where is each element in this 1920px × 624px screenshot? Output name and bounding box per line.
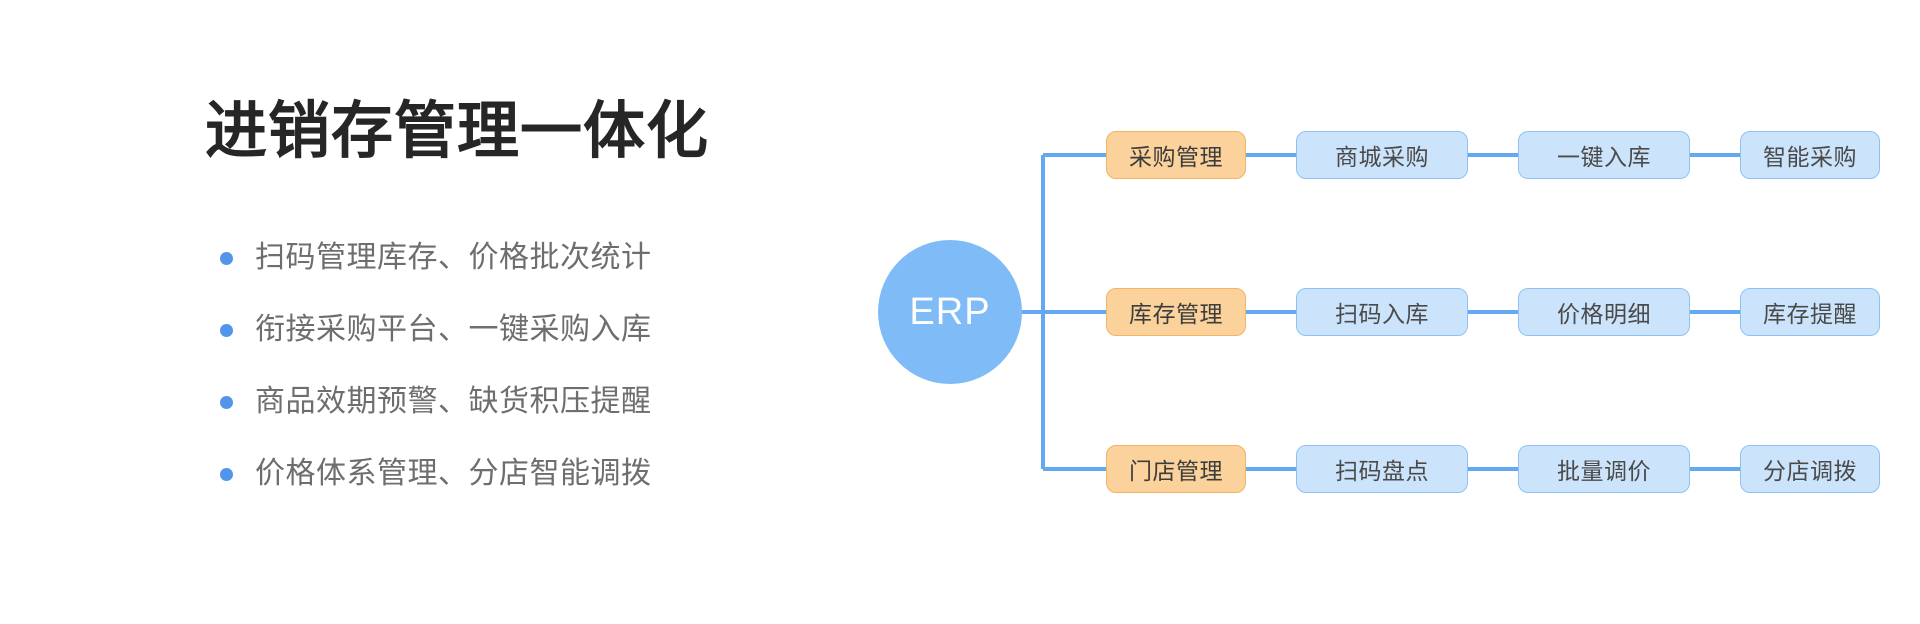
leaf-node-label: 智能采购 <box>1763 144 1857 170</box>
list-item: 价格体系管理、分店智能调拨 <box>220 438 840 510</box>
feature-bullet-list: 扫码管理库存、价格批次统计 衔接采购平台、一键采购入库 商品效期预警、缺货积压提… <box>220 222 840 510</box>
list-item-label: 价格体系管理、分店智能调拨 <box>255 457 652 490</box>
connector-lines <box>1022 153 1740 471</box>
list-item-label: 扫码管理库存、价格批次统计 <box>255 241 652 274</box>
erp-mindmap-diagram: ERP 采购管理 商城采购 一键入库 智能采购 库存管理 扫码入库 价格明细 库… <box>860 0 1920 624</box>
erp-root-label: ERP <box>909 291 991 333</box>
leaf-node-inventory-3[interactable]: 库存提醒 <box>1740 288 1880 336</box>
erp-root-node[interactable]: ERP <box>878 240 1022 384</box>
bullet-dot-icon <box>220 467 233 481</box>
leaf-node-purchasing-3[interactable]: 智能采购 <box>1740 131 1880 179</box>
list-item-label: 商品效期预警、缺货积压提醒 <box>255 385 652 418</box>
left-content-panel: 进销存管理一体化 扫码管理库存、价格批次统计 衔接采购平台、一键采购入库 商品效… <box>0 0 860 624</box>
branch-node-label: 采购管理 <box>1129 144 1223 170</box>
leaf-node-label: 价格明细 <box>1557 301 1651 327</box>
leaf-node-label: 扫码入库 <box>1335 301 1429 327</box>
list-item: 衔接采购平台、一键采购入库 <box>220 294 840 366</box>
bullet-dot-icon <box>220 251 233 265</box>
list-item: 扫码管理库存、价格批次统计 <box>220 222 840 294</box>
leaf-node-label: 分店调拨 <box>1763 458 1857 484</box>
bullet-dot-icon <box>220 323 233 337</box>
branch-node-inventory[interactable]: 库存管理 <box>1106 288 1246 336</box>
bullet-dot-icon <box>220 395 233 409</box>
leaf-node-purchasing-2[interactable]: 一键入库 <box>1518 131 1690 179</box>
leaf-node-label: 扫码盘点 <box>1335 458 1429 484</box>
leaf-node-store-2[interactable]: 批量调价 <box>1518 445 1690 493</box>
list-item-label: 衔接采购平台、一键采购入库 <box>255 313 652 346</box>
leaf-node-inventory-2[interactable]: 价格明细 <box>1518 288 1690 336</box>
branch-node-store[interactable]: 门店管理 <box>1106 445 1246 493</box>
branch-node-label: 门店管理 <box>1129 458 1223 484</box>
leaf-node-label: 库存提醒 <box>1763 301 1857 327</box>
leaf-node-store-1[interactable]: 扫码盘点 <box>1296 445 1468 493</box>
list-item: 商品效期预警、缺货积压提醒 <box>220 366 840 438</box>
branch-node-purchasing[interactable]: 采购管理 <box>1106 131 1246 179</box>
branch-node-label: 库存管理 <box>1129 301 1223 327</box>
leaf-node-inventory-1[interactable]: 扫码入库 <box>1296 288 1468 336</box>
leaf-node-label: 商城采购 <box>1335 144 1429 170</box>
leaf-node-store-3[interactable]: 分店调拨 <box>1740 445 1880 493</box>
page-title: 进销存管理一体化 <box>205 97 710 166</box>
leaf-node-purchasing-1[interactable]: 商城采购 <box>1296 131 1468 179</box>
leaf-node-label: 一键入库 <box>1557 144 1651 170</box>
leaf-node-label: 批量调价 <box>1557 458 1651 484</box>
